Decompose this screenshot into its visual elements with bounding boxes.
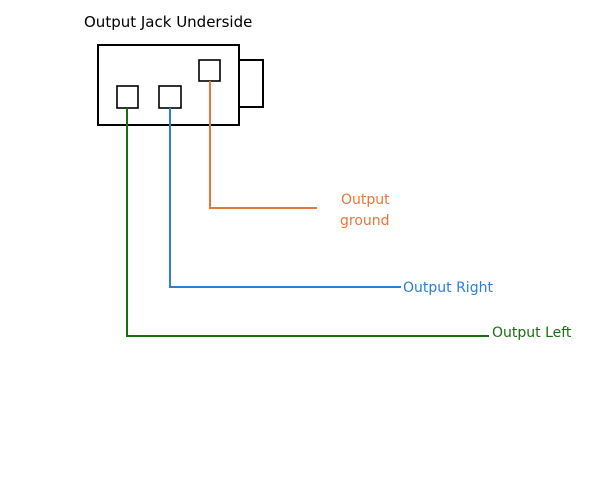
jack-body (97, 44, 240, 126)
wire-ground (209, 81, 317, 209)
wire-left-label: Output Left (492, 325, 572, 341)
diagram-title: Output Jack Underside (84, 13, 252, 31)
jack-side-tab (238, 59, 264, 108)
jack-lug-ground (198, 59, 221, 82)
jack-lug-left (116, 85, 139, 109)
wire-right-label: Output Right (403, 280, 493, 296)
wire-left (126, 108, 489, 337)
wire-right (169, 108, 401, 288)
jack-lug-right (158, 85, 182, 109)
wire-ground-label-line-1: Output (341, 192, 390, 208)
wire-ground-label-line-2: ground (340, 213, 390, 229)
